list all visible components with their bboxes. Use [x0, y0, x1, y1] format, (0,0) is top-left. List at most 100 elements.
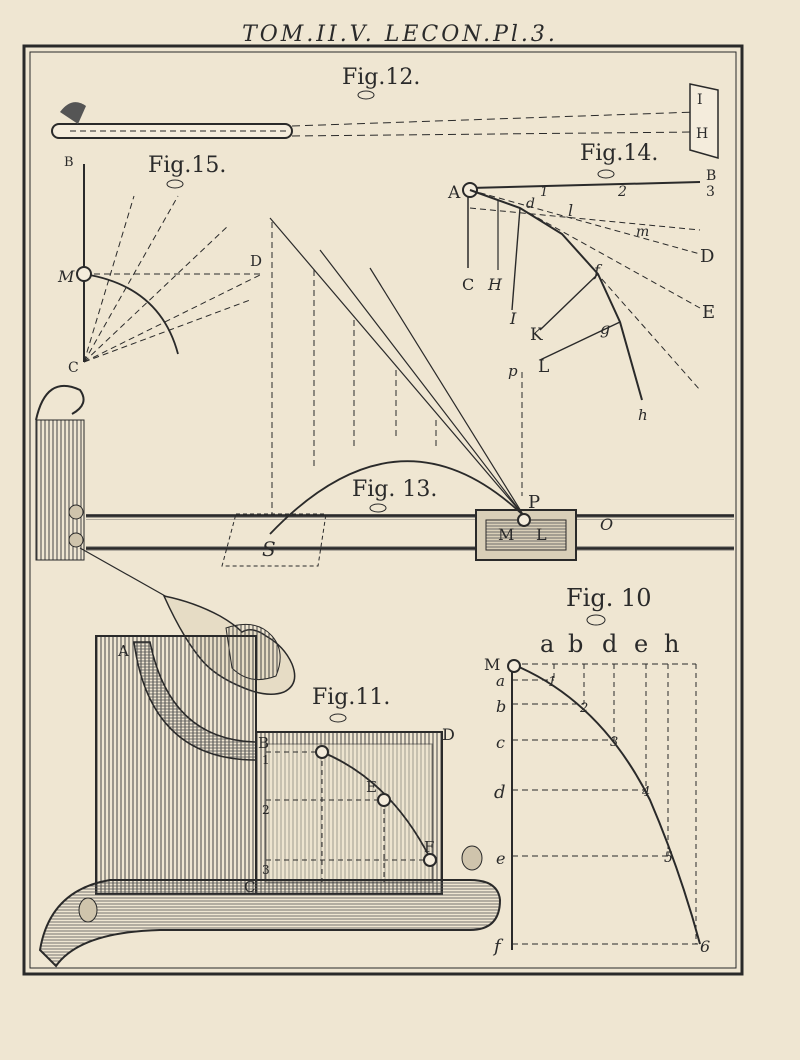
fig12-dropper — [60, 102, 86, 124]
fig13-title: Fig. 13. — [352, 477, 437, 502]
fig11-base — [38, 879, 502, 968]
fig14-label-A: A — [447, 183, 461, 203]
fig11-title: Fig.11. — [312, 685, 390, 710]
fig11-label-F: F — [424, 838, 434, 856]
left-column-knob-1 — [68, 504, 84, 520]
fig13-title-mark — [369, 503, 387, 513]
fig15-ray-2 — [83, 195, 179, 363]
fig13-label-M: M — [498, 525, 514, 544]
fig12-label-I: I — [697, 92, 703, 108]
fig11-label-E: E — [366, 778, 377, 796]
fig12-screen — [689, 83, 719, 159]
fig11-trajectory — [321, 751, 431, 859]
fig11-label-A: A — [117, 642, 129, 660]
plate-border — [22, 44, 744, 976]
fig10-title-mark — [586, 614, 606, 626]
fig10-left-d: d — [494, 782, 506, 803]
fig13-ray-2 — [319, 249, 525, 517]
fig15-ray-4 — [83, 273, 263, 363]
fig14-label-m: m — [636, 224, 649, 240]
fig14-label-E: E — [702, 302, 715, 323]
fig11-title-mark — [329, 713, 347, 723]
fig13-ray-1 — [269, 217, 525, 517]
fig14-label-I: I — [509, 309, 517, 328]
fig14-label-l: l — [568, 201, 573, 220]
fig15-title: Fig.15. — [148, 153, 226, 178]
fig11-left-foot-knob — [78, 897, 98, 923]
fig14-branch-K — [539, 273, 599, 331]
fig14-branch-L — [539, 321, 621, 361]
fig14-label-f: f — [593, 261, 603, 280]
fig12-title-mark — [357, 90, 375, 100]
fig10-top-h: h — [664, 630, 679, 658]
fig13-label-L: L — [536, 525, 547, 544]
fig11-label-2: 2 — [262, 803, 270, 817]
fig11-ball-2 — [377, 793, 391, 807]
fig14-dash-lower — [561, 233, 701, 391]
fig10-left-a: a — [496, 672, 505, 690]
fig10-title: Fig. 10 — [566, 584, 652, 612]
fig11-ball-3 — [423, 853, 437, 867]
fig10-left-c: c — [496, 733, 505, 752]
fig11-left-cabinet — [95, 635, 257, 895]
fig11-ball-1 — [315, 745, 329, 759]
fig11-label-3: 3 — [262, 863, 270, 877]
fig14-label-D: D — [700, 246, 714, 267]
fig10-left-b: b — [496, 697, 506, 716]
fig11-label-1: 1 — [262, 753, 270, 767]
fig15-arc — [83, 273, 179, 355]
fig10-curve-6: 6 — [700, 937, 710, 956]
fig14-title: Fig.14. — [580, 141, 658, 166]
fig10-curve-2: 2 — [579, 701, 588, 716]
fig13-rail-hatch-top — [86, 514, 734, 520]
fig14-label-K: K — [530, 325, 543, 345]
fig14-label-h: h — [638, 406, 648, 424]
fig13-ball — [517, 513, 531, 527]
fig14-polygon-path — [469, 189, 643, 401]
left-apparatus-column — [35, 384, 191, 611]
fig14-label-C: C — [462, 275, 474, 294]
fig10-left-e: e — [496, 849, 505, 868]
fig15-label-M: M — [57, 267, 75, 286]
fig12: Fig.12. I H — [51, 65, 719, 159]
fig14-dash-E — [519, 207, 701, 309]
fig11: Fig.11. A B D E F C 1 2 3 — [38, 635, 502, 968]
fig10-curve-1: 1 — [548, 675, 556, 690]
fig10: Fig. 10 a b d e h M a b c d e f 1 2 3 4 … — [484, 584, 710, 957]
fig13: Fig. 13. S P M L O — [86, 217, 734, 567]
fig15: Fig.15. B M D C — [57, 153, 263, 376]
fig14-label-H: H — [487, 275, 503, 294]
fig14-branch-I — [511, 207, 521, 311]
fig10-left-M: M — [484, 655, 500, 674]
fig13-label-S: S — [262, 537, 276, 561]
fig14: Fig.14. A B 1 2 3 d l m D E C H f I K g … — [447, 141, 716, 496]
fig15-label-C: C — [68, 360, 79, 376]
fig14-label-g: g — [600, 319, 610, 338]
fig10-top-b: b — [568, 630, 583, 658]
fig14-label-d: d — [526, 196, 535, 212]
fig12-beam-2 — [291, 131, 697, 137]
fig10-top-e: e — [634, 630, 648, 658]
fig13-target-S — [221, 513, 327, 567]
fig13-parabola — [269, 460, 525, 535]
plate-inner-border — [29, 51, 737, 969]
fig11-right-knob — [461, 845, 483, 871]
fig14-label-L: L — [538, 357, 549, 377]
fig10-left-f: f — [492, 936, 504, 957]
fig14-label-p: p — [508, 362, 518, 380]
left-column-scroll — [35, 384, 85, 421]
fig12-label-H: H — [696, 126, 708, 142]
fig10-curve-3: 3 — [610, 735, 618, 750]
fig15-ray-3 — [83, 225, 229, 363]
fig14-label-2: 2 — [617, 184, 627, 200]
fig11-label-B: B — [258, 734, 269, 752]
fig14-label-3: 3 — [706, 184, 715, 200]
plate-header: TOM.II.V. LECON.Pl.3. — [242, 22, 558, 47]
fig10-top-d: d — [602, 630, 617, 658]
fig10-ball — [507, 659, 521, 673]
fig13-rail-hatch-bottom — [86, 546, 734, 552]
fig10-curve-4: 4 — [641, 785, 650, 800]
fig12-title: Fig.12. — [342, 65, 420, 90]
fig11-panel-inner — [265, 743, 433, 883]
